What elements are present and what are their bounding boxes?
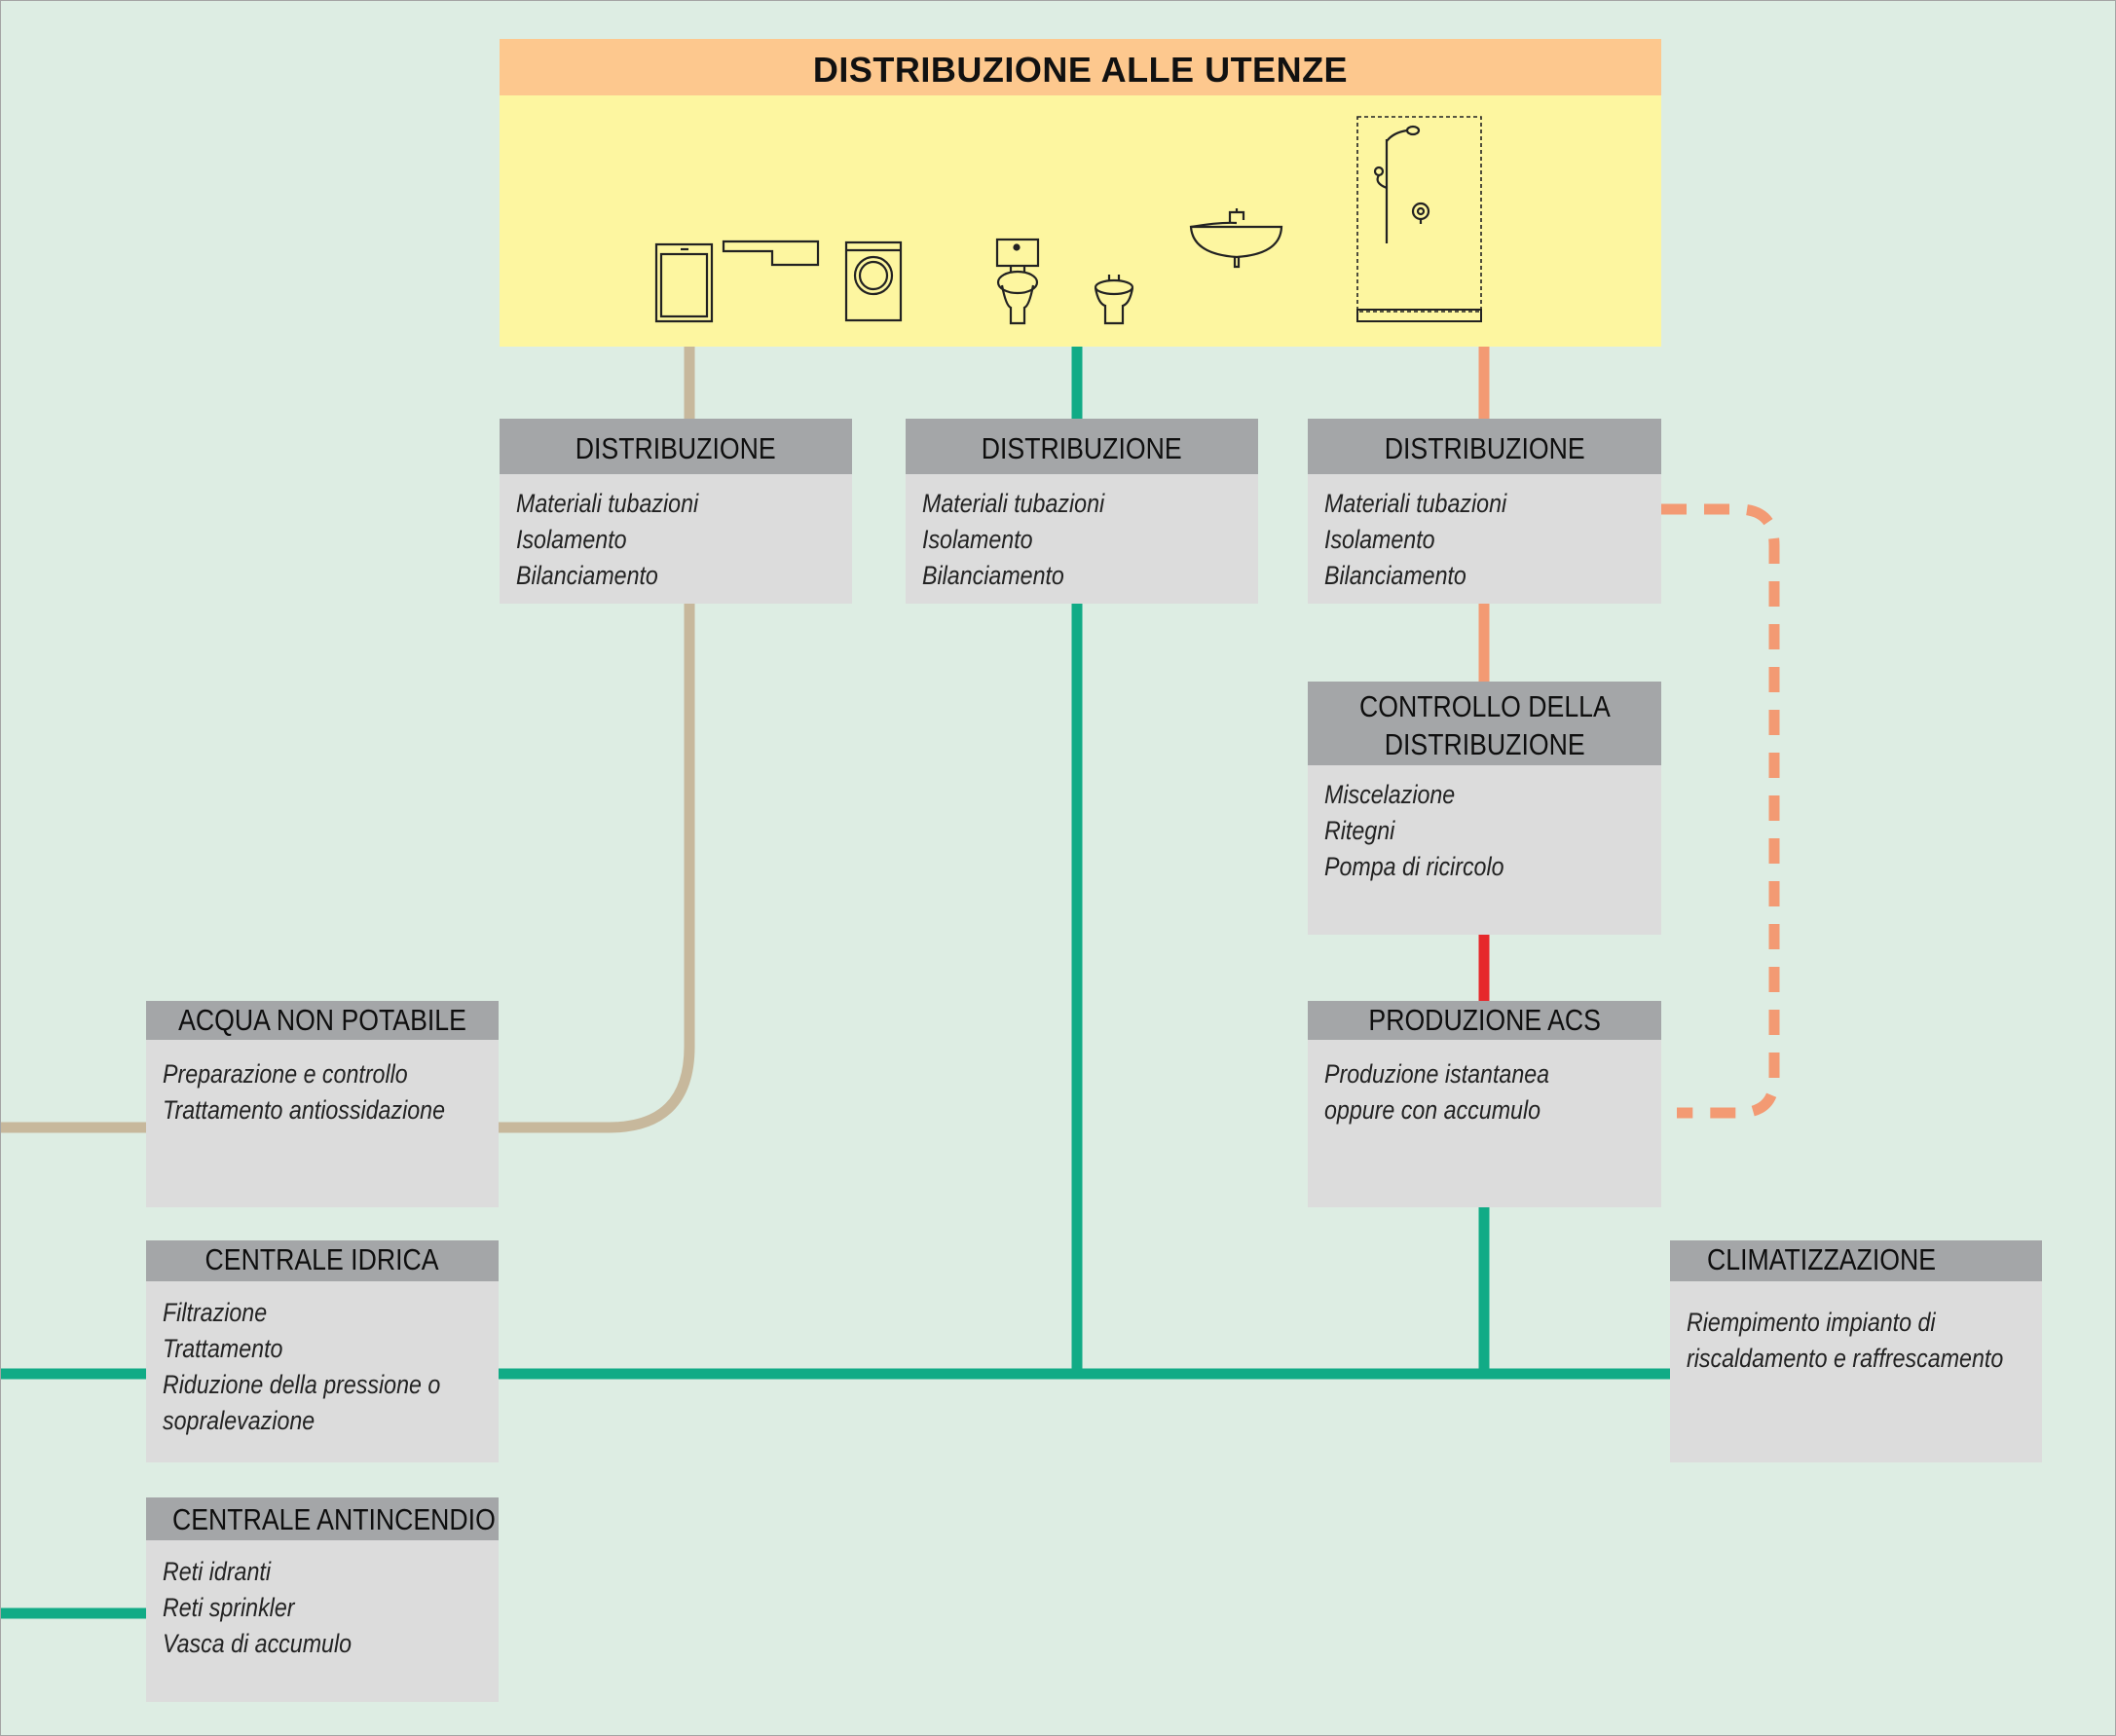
box-line: Bilanciamento xyxy=(516,561,658,590)
box-title: CENTRALE ANTINCENDIO xyxy=(172,1502,496,1536)
box-line: Reti idranti xyxy=(163,1557,271,1586)
box-line: Trattamento xyxy=(163,1334,283,1363)
box-title: ACQUA NON POTABILE xyxy=(178,1003,466,1037)
box-title-line: CONTROLLO DELLA xyxy=(1358,689,1611,723)
box-line: Reti sprinkler xyxy=(163,1593,295,1622)
box-line: Pompa di ricircolo xyxy=(1324,852,1504,881)
washbasin-icon xyxy=(1189,208,1283,269)
box-line: Produzione istantanea xyxy=(1324,1059,1550,1089)
box-title: CLIMATIZZAZIONE xyxy=(1707,1242,1937,1276)
bidet-icon xyxy=(1094,275,1134,325)
box-title: CENTRALE IDRICA xyxy=(205,1242,439,1276)
box-title-line: DISTRIBUZIONE xyxy=(1384,727,1585,761)
box-line: Trattamento antiossidazione xyxy=(163,1095,445,1125)
box-centrale-antincendio: CENTRALE ANTINCENDIO Reti idranti Reti s… xyxy=(146,1497,499,1702)
box-line: Materiali tubazioni xyxy=(516,489,699,518)
box-line: Isolamento xyxy=(516,525,627,554)
box-line: Isolamento xyxy=(1324,525,1435,554)
shower-icon xyxy=(1356,116,1482,322)
box-distribuzione-cold: DISTRIBUZIONE Materiali tubazioni Isolam… xyxy=(906,419,1258,604)
box-climatizzazione: CLIMATIZZAZIONE Riempimento impianto di … xyxy=(1670,1240,2042,1462)
box-distribuzione-hot: DISTRIBUZIONE Materiali tubazioni Isolam… xyxy=(1308,419,1661,604)
box-line: Bilanciamento xyxy=(1324,561,1466,590)
box-line: Materiali tubazioni xyxy=(922,489,1105,518)
box-line: Vasca di accumulo xyxy=(163,1629,353,1658)
box-line: Bilanciamento xyxy=(922,561,1064,590)
box-title: PRODUZIONE ACS xyxy=(1368,1003,1601,1037)
box-distribuzione-non-potable: DISTRIBUZIONE Materiali tubazioni Isolam… xyxy=(500,419,852,604)
utenze-title: DISTRIBUZIONE ALLE UTENZE xyxy=(500,39,1661,95)
box-line: Isolamento xyxy=(922,525,1033,554)
box-produzione-acs: PRODUZIONE ACS Produzione istantanea opp… xyxy=(1308,1001,1661,1207)
dishwasher-icon xyxy=(654,242,714,323)
box-line: Riempimento impianto di xyxy=(1687,1308,1936,1337)
box-line: oppure con accumulo xyxy=(1324,1095,1541,1125)
box-centrale-idrica: CENTRALE IDRICA Filtrazione Trattamento … xyxy=(146,1240,499,1462)
box-line: Ritegni xyxy=(1324,816,1395,845)
box-title: DISTRIBUZIONE xyxy=(575,431,776,465)
utenze-panel: DISTRIBUZIONE ALLE UTENZE xyxy=(500,39,1661,347)
box-line: Materiali tubazioni xyxy=(1324,489,1507,518)
box-line: riscaldamento e raffrescamento xyxy=(1687,1344,2004,1373)
box-title: DISTRIBUZIONE xyxy=(982,431,1182,465)
pipe-non-potable xyxy=(0,347,695,1133)
box-line: Preparazione e controllo xyxy=(163,1059,408,1089)
box-line: Riduzione della pressione o xyxy=(163,1370,441,1399)
box-title: DISTRIBUZIONE xyxy=(1384,431,1585,465)
box-line: Filtrazione xyxy=(163,1298,268,1327)
toilet-icon xyxy=(995,238,1040,325)
box-controllo-distribuzione: CONTROLLO DELLA DISTRIBUZIONE Miscelazio… xyxy=(1308,682,1661,935)
box-acqua-non-potabile: ACQUA NON POTABILE Preparazione e contro… xyxy=(146,1001,499,1207)
box-line: sopralevazione xyxy=(163,1406,316,1435)
pipe-recirculation xyxy=(1661,503,1780,1119)
sink-counter-icon xyxy=(722,240,820,267)
box-line: Miscelazione xyxy=(1324,780,1456,809)
washing-machine-icon xyxy=(844,240,903,322)
utenze-fixtures xyxy=(500,95,1661,347)
